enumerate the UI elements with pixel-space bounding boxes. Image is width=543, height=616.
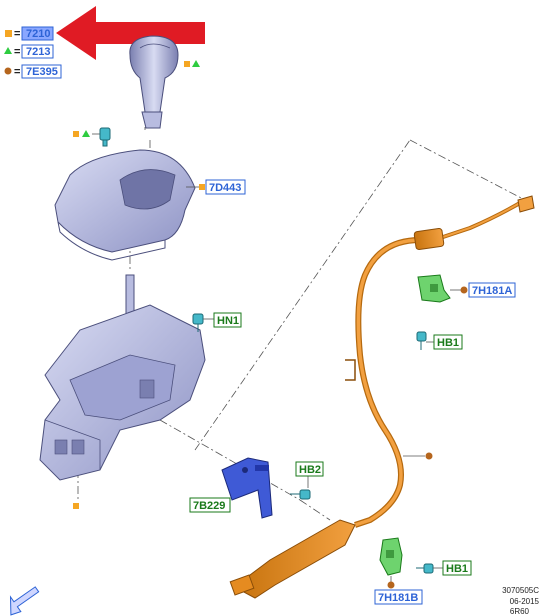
- callout-7B229-box: [189, 497, 231, 513]
- blue-bracket: [221, 457, 273, 519]
- shift-knob: [129, 35, 179, 129]
- knob-triangle-marker-icon: [192, 60, 200, 67]
- bezel-square-marker-icon: [199, 184, 205, 190]
- callout-HB1-upper-box: [433, 334, 463, 350]
- callout-7D443: 7D443: [209, 182, 241, 194]
- drawing-date: 06-2015: [509, 597, 539, 606]
- legend-code-7E395: 7E395: [26, 66, 58, 78]
- knob-bezel: [54, 149, 196, 261]
- callout-HB1-upper: HB1: [437, 337, 459, 349]
- clip-part: [99, 127, 111, 147]
- callout-7H181A: 7H181A: [472, 285, 512, 297]
- legend-square-icon: [5, 30, 12, 37]
- upper-bracket: [417, 274, 451, 303]
- callout-HB2-box: [295, 461, 324, 477]
- legend-code-box-1: [21, 26, 54, 41]
- callout-7B229: 7B229: [193, 500, 225, 512]
- callout-7H181B-box: [374, 589, 423, 605]
- drawing-model: 6R60: [509, 607, 529, 616]
- clip-square-marker-icon: [73, 131, 79, 137]
- drawing-id: 3070505C: [502, 586, 539, 595]
- legend-code-7210: 7210: [26, 28, 50, 40]
- legend-code-box-2: [21, 44, 54, 59]
- legend-separator-1: =: [14, 28, 20, 40]
- lower-bracket: [379, 537, 403, 576]
- red-pointer-arrow-icon: [56, 6, 205, 60]
- callout-HB2: HB2: [299, 464, 321, 476]
- callout-HN1-box: [213, 312, 242, 328]
- knob-square-marker-icon: [184, 61, 190, 67]
- legend-separator-3: =: [14, 66, 20, 78]
- legend-separator-2: =: [14, 46, 20, 58]
- lower-bracket-circle-marker-icon: [387, 581, 395, 589]
- callout-HB1-lower: HB1: [446, 563, 468, 575]
- shifter-square-marker-icon: [73, 503, 79, 509]
- bracket-circle-marker-icon: [460, 286, 468, 294]
- legend-code-7213: 7213: [26, 46, 50, 58]
- legend-code-box-3: [21, 64, 62, 79]
- mid-bolt: [290, 489, 311, 500]
- clip-triangle-marker-icon: [82, 130, 90, 137]
- view-direction-arrow-icon: [9, 586, 40, 616]
- callout-7H181A-box: [468, 282, 516, 298]
- legend-circle-icon: [4, 67, 12, 75]
- legend: = 7210 = 7213 = 7E395: [4, 26, 62, 79]
- cable-circle-marker-icon: [425, 452, 433, 460]
- upper-bolt: [416, 331, 427, 350]
- callout-HB1-lower-box: [442, 560, 472, 576]
- callout-7H181B: 7H181B: [378, 592, 418, 604]
- legend-triangle-icon: [4, 47, 12, 54]
- callout-7D443-box: [205, 179, 246, 195]
- callout-HN1: HN1: [217, 315, 239, 327]
- shifter-assembly: [39, 274, 206, 481]
- lower-bolt: [416, 563, 434, 574]
- shift-cable: [229, 195, 535, 599]
